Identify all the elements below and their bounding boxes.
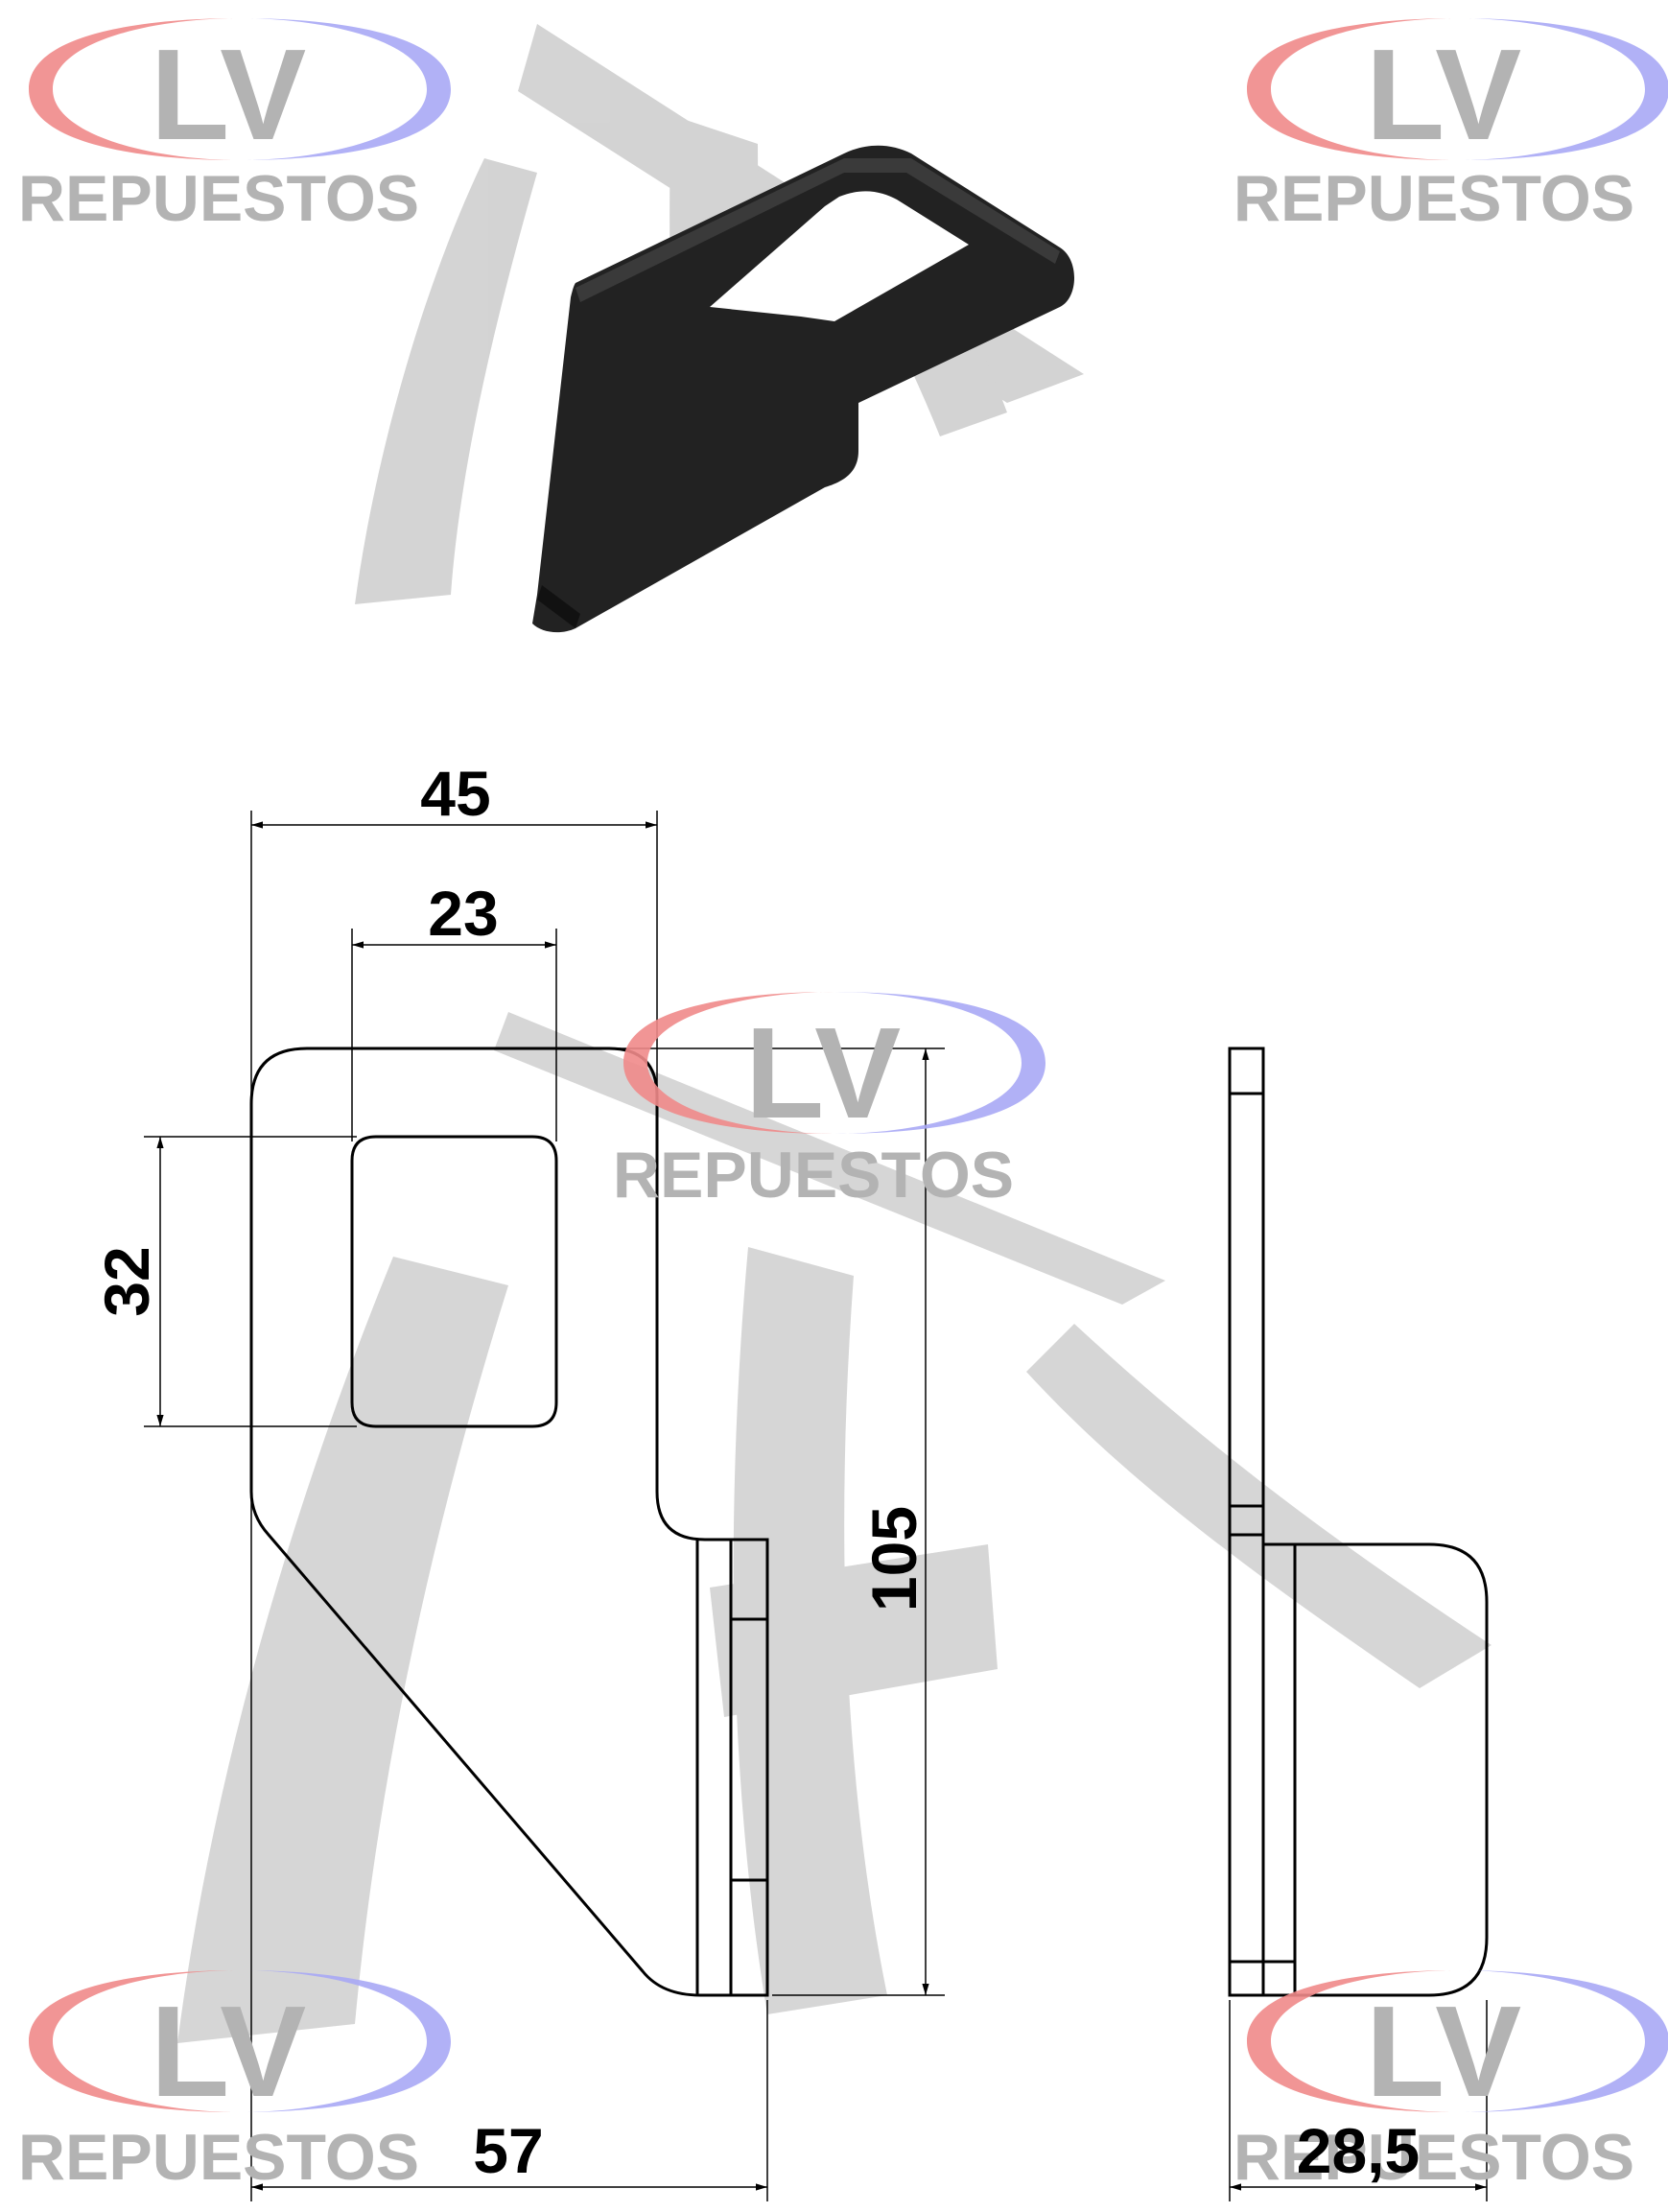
dimension-lines bbox=[156, 821, 1487, 2191]
dim-label-overall-width: 45 bbox=[420, 758, 490, 829]
brand-logo-center: LV REPUESTOS bbox=[613, 992, 1045, 1212]
brand-logo-top-left: LV REPUESTOS bbox=[18, 18, 451, 235]
side-view-outline bbox=[1228, 1047, 1489, 1997]
logo-initials: LV bbox=[151, 22, 307, 167]
logo-initials: LV bbox=[1366, 1979, 1522, 2124]
dim-label-overall-height: 105 bbox=[858, 1506, 929, 1612]
dim-label-base-width: 57 bbox=[473, 2115, 543, 2186]
dim-label-side-depth: 28,5 bbox=[1297, 2115, 1420, 2186]
logo-name: REPUESTOS bbox=[18, 162, 419, 235]
part-3d-render bbox=[532, 145, 1074, 633]
logo-initials: LV bbox=[1366, 22, 1522, 167]
logo-name: REPUESTOS bbox=[1233, 162, 1634, 235]
logo-initials: LV bbox=[745, 1000, 902, 1145]
brand-logo-bottom-right: LV REPUESTOS bbox=[1233, 1970, 1668, 2194]
logo-initials: LV bbox=[151, 1979, 307, 2124]
brand-logo-bottom-left: LV REPUESTOS bbox=[18, 1970, 451, 2194]
logo-name: REPUESTOS bbox=[18, 2121, 419, 2194]
extension-lines bbox=[144, 811, 1488, 2201]
dim-label-window-height: 32 bbox=[91, 1246, 162, 1316]
logo-name: REPUESTOS bbox=[613, 1139, 1014, 1212]
brand-logo-top-right: LV REPUESTOS bbox=[1233, 18, 1668, 235]
logo-name: REPUESTOS bbox=[1233, 2121, 1634, 2194]
dim-label-window-width: 23 bbox=[428, 878, 498, 949]
